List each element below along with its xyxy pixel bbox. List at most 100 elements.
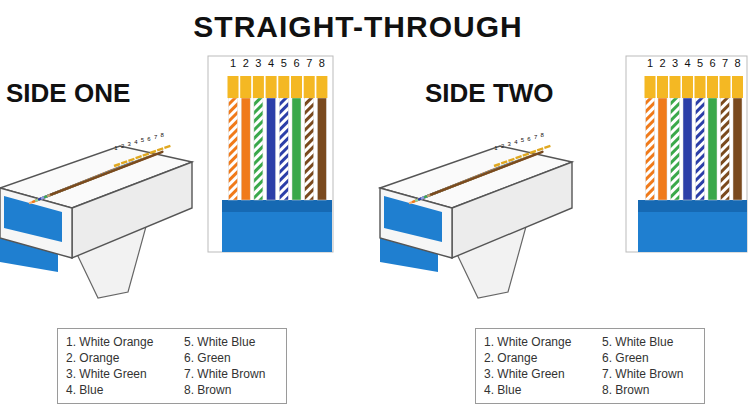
pin-color-entry: 1. White Orange [66, 335, 153, 349]
gold-contact [150, 151, 156, 153]
title: STRAIGHT-THROUGH [0, 10, 716, 44]
pin-number: 3 [128, 141, 131, 147]
pin-color-entry: 8. Brown [602, 383, 649, 397]
rj45-plug [380, 146, 572, 298]
pin-number: 6 [147, 136, 150, 142]
gold-contact [695, 76, 706, 98]
pin-color-entry: 6. Green [184, 351, 231, 365]
wire [721, 98, 730, 200]
rj45-plug [0, 146, 192, 298]
pin-number: 1 [647, 58, 653, 69]
pin-color-entry: 6. Green [602, 351, 649, 365]
pin-number: 5 [141, 137, 144, 143]
pin-number: 3 [508, 141, 511, 147]
gold-contact [732, 76, 743, 98]
pin-number: 8 [541, 132, 544, 138]
pin-number: 2 [121, 143, 124, 149]
gold-contact [508, 159, 514, 161]
gold-contact [501, 161, 507, 163]
wire [683, 98, 692, 200]
pin-number: 1 [494, 145, 497, 151]
gold-contact [657, 76, 668, 98]
pin-number: 2 [659, 58, 665, 69]
wire [658, 98, 667, 200]
wire [279, 98, 288, 200]
pin-number: 5 [697, 58, 703, 69]
gold-contact [682, 76, 693, 98]
gold-contact [136, 156, 142, 158]
pin-number: 2 [501, 143, 504, 149]
wire [696, 98, 705, 200]
gold-contact [114, 164, 120, 166]
gold-contact [278, 76, 289, 98]
pin-number: 8 [319, 58, 325, 69]
pin-number: 6 [293, 58, 299, 69]
wire [292, 98, 301, 200]
pin-color-entry: 3. White Green [66, 367, 147, 381]
wire [733, 98, 742, 200]
gold-contact [128, 159, 134, 161]
pin-number: 4 [134, 139, 137, 145]
gold-contact [316, 76, 327, 98]
side-heading: SIDE ONE [6, 80, 130, 106]
wire [254, 98, 263, 200]
gold-contact [253, 76, 264, 98]
pin-number: 4 [268, 58, 274, 69]
pin-number: 1 [230, 58, 236, 69]
gold-contact [530, 151, 536, 153]
pin-color-entry: 3. White Green [484, 367, 565, 381]
pin-color-entry: 2. Orange [66, 351, 119, 365]
pin-number: 8 [734, 58, 740, 69]
wire [317, 98, 326, 200]
gold-contact [720, 76, 731, 98]
pin-number: 4 [514, 139, 517, 145]
pin-number: 3 [672, 58, 678, 69]
wire [708, 98, 717, 200]
wire [671, 98, 680, 200]
gold-contact [291, 76, 302, 98]
pin-color-entry: 5. White Blue [184, 335, 255, 349]
pin-color-entry: 5. White Blue [602, 335, 673, 349]
pin-number: 4 [684, 58, 690, 69]
pin-number: 2 [243, 58, 249, 69]
wire [267, 98, 276, 200]
pin-color-entry: 2. Orange [484, 351, 537, 365]
pin-number: 7 [534, 134, 537, 140]
gold-contact [537, 148, 543, 150]
pin-color-entry: 7. White Brown [184, 367, 265, 381]
gold-contact [164, 146, 170, 148]
pin-number: 1 [114, 145, 117, 151]
gold-contact [266, 76, 277, 98]
wire [646, 98, 655, 200]
legend-box: 1. White Orange 2. Orange 3. White Green 4.… [475, 328, 705, 404]
pin-color-entry: 1. White Orange [484, 335, 571, 349]
pin-number: 5 [281, 58, 287, 69]
gold-contact [544, 146, 550, 148]
gold-contact [523, 154, 529, 156]
side-heading: SIDE TWO [425, 80, 554, 106]
wire [51, 152, 162, 195]
pin-number: 5 [521, 137, 524, 143]
gold-contact [240, 76, 251, 98]
wire [229, 98, 238, 200]
gold-contact [645, 76, 656, 98]
wire [305, 98, 314, 200]
wire [241, 98, 250, 200]
pin-color-entry: 4. Blue [66, 383, 103, 397]
gold-contact [707, 76, 718, 98]
gold-contact [670, 76, 681, 98]
gold-contact [304, 76, 315, 98]
pin-number: 6 [709, 58, 715, 69]
gold-contact [143, 154, 149, 156]
connector-face [208, 56, 333, 252]
wire [431, 152, 542, 195]
pin-number: 6 [527, 136, 530, 142]
pin-number: 7 [306, 58, 312, 69]
pin-number: 3 [255, 58, 261, 69]
legend-box: 1. White Orange 2. Orange 3. White Green 4.… [57, 328, 287, 404]
pin-color-entry: 8. Brown [184, 383, 231, 397]
gold-contact [121, 161, 127, 163]
gold-contact [494, 164, 500, 166]
pin-number: 8 [161, 132, 164, 138]
pin-color-entry: 4. Blue [484, 383, 521, 397]
